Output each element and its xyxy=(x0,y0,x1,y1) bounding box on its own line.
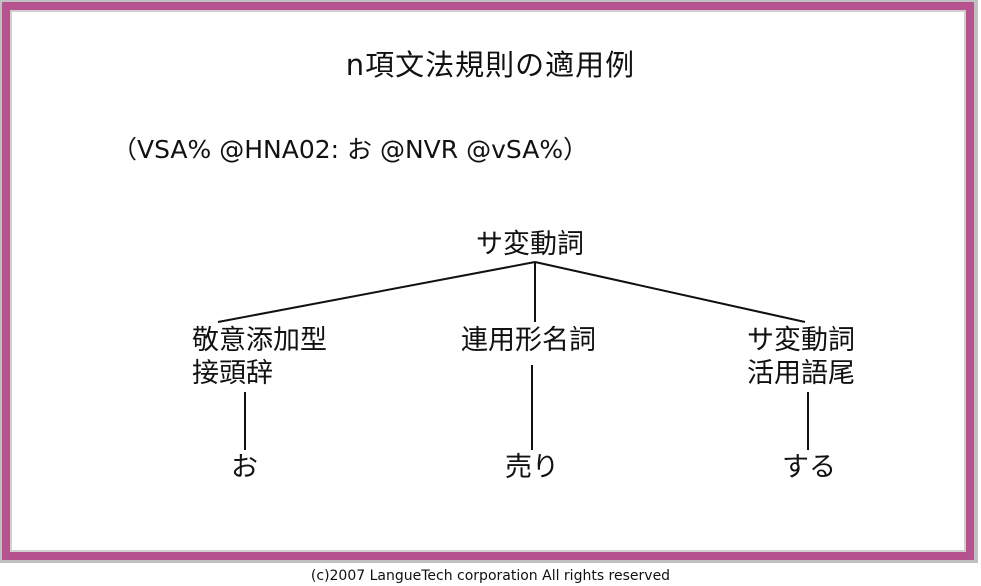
edge-root-to-child-3 xyxy=(534,261,806,323)
tree-node-ending: サ変動詞 活用語尾 xyxy=(747,324,855,390)
frame-inner-line xyxy=(10,10,966,552)
edge-root-to-child-1 xyxy=(217,261,536,323)
tree-root-node: サ変動詞 xyxy=(476,228,584,261)
tree-node-prefix: 敬意添加型 接頭辞 xyxy=(192,324,327,390)
tree-node-ending-line1: サ変動詞 xyxy=(747,325,855,356)
tree-leaf-suru: する xyxy=(782,451,836,484)
copyright-notice: (c)2007 LangueTech corporation All right… xyxy=(310,568,671,584)
tree-node-noun-line1: 連用形名詞 xyxy=(461,325,596,356)
tree-edges xyxy=(217,261,809,450)
tree-leaf-o: お xyxy=(231,451,258,484)
tree-leaf-uri-label: 売り xyxy=(505,452,559,483)
tree-node-noun: 連用形名詞 xyxy=(461,324,596,357)
tree-node-prefix-line1: 敬意添加型 xyxy=(192,325,327,356)
grammar-rule: （VSA% @HNA02: お @NVR @vSA%） xyxy=(112,135,589,164)
tree-leaf-uri: 売り xyxy=(505,451,559,484)
frame-border xyxy=(2,2,974,560)
diagram-frame xyxy=(0,0,978,563)
diagram-title: n項文法規則の適用例 xyxy=(345,48,636,82)
tree-root-label: サ変動詞 xyxy=(476,229,584,260)
tree-leaf-o-label: お xyxy=(231,452,258,483)
tree-node-ending-line2: 活用語尾 xyxy=(747,358,855,389)
tree-leaf-suru-label: する xyxy=(782,452,836,483)
tree-node-prefix-line2: 接頭辞 xyxy=(192,358,273,389)
